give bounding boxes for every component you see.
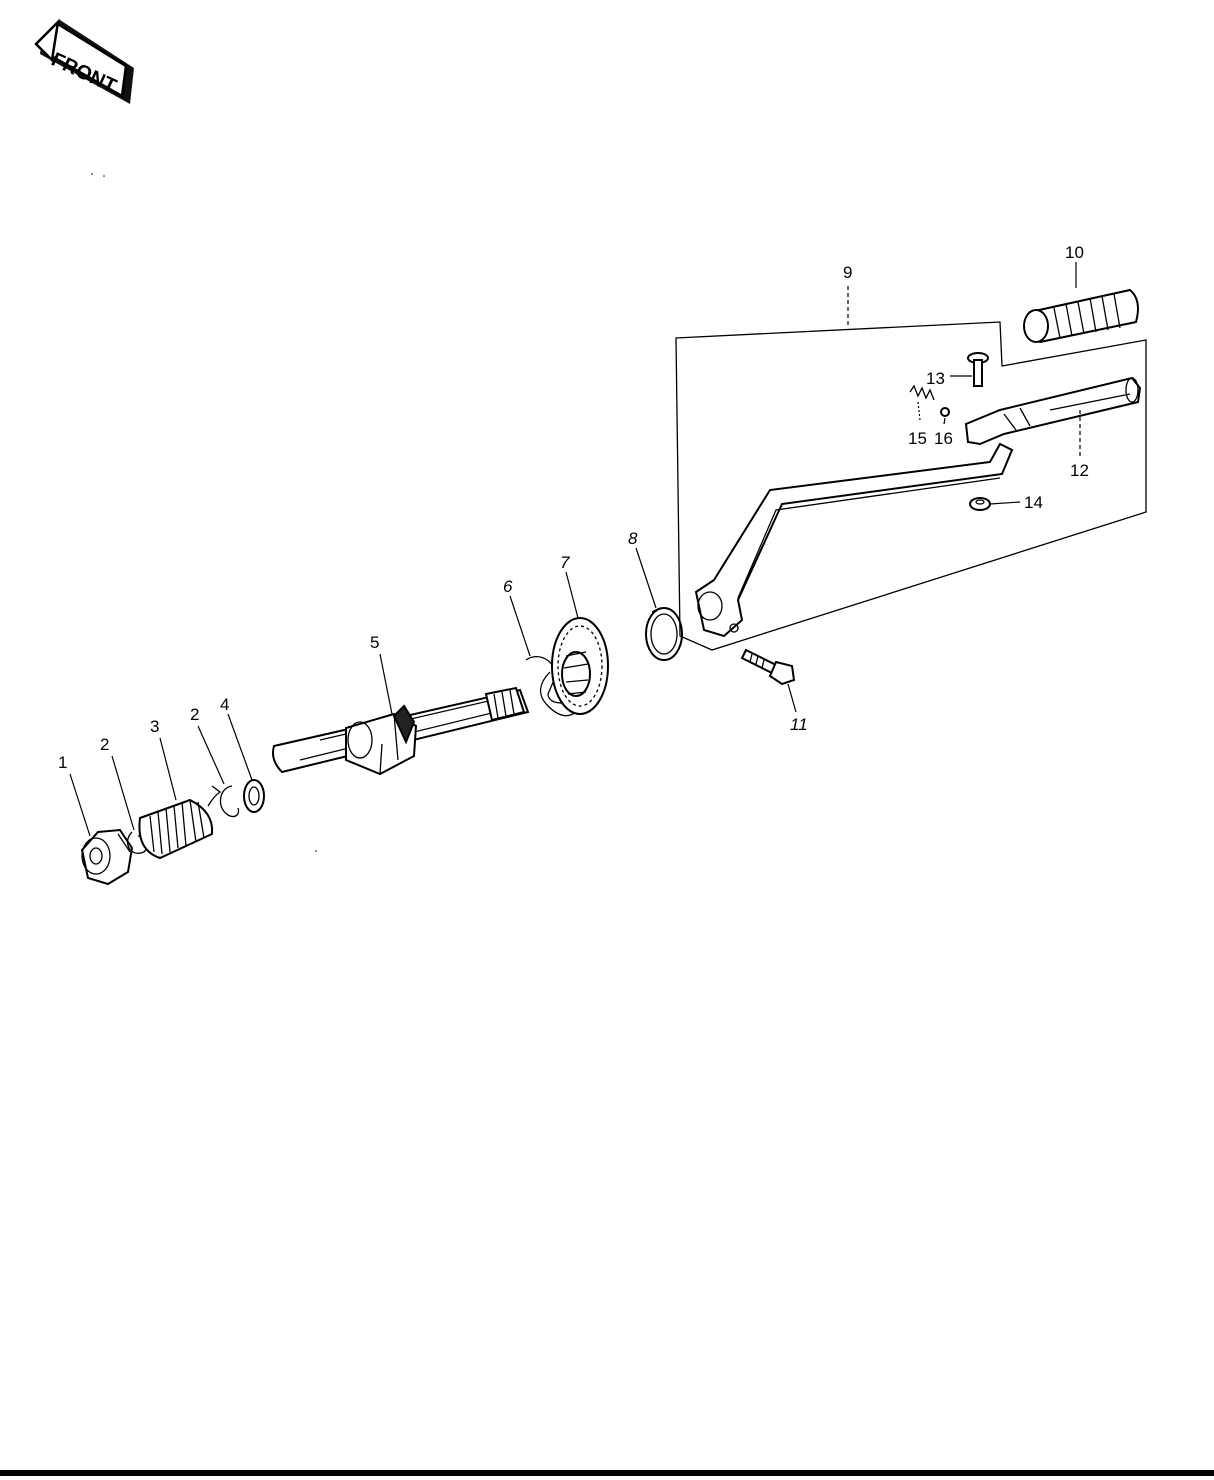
part-9-kick-arm — [694, 442, 1014, 638]
part-16-ball — [940, 407, 950, 417]
part-11-bolt — [740, 648, 796, 686]
callout-16: 16 — [934, 429, 953, 448]
part-4-washer — [243, 779, 265, 813]
callout-2-left: 2 — [100, 735, 109, 754]
scan-specks — [91, 173, 317, 852]
callout-14: 14 — [1024, 493, 1043, 512]
part-14-nut — [969, 497, 991, 511]
part-10-grip — [1023, 288, 1139, 344]
callout-3: 3 — [150, 717, 159, 736]
part-12-pedal-bar — [964, 376, 1142, 446]
callout-9: 9 — [843, 263, 852, 282]
callout-11: 11 — [790, 715, 808, 734]
bottom-border — [0, 1470, 1214, 1476]
callouts: 1 2 3 2 4 5 6 7 8 9 10 11 12 13 14 15 16 — [58, 243, 1089, 772]
callout-5: 5 — [370, 633, 379, 652]
part-3-spring — [138, 785, 222, 860]
front-arrow: FRONT — [34, 18, 134, 104]
part-1-cap — [80, 828, 134, 886]
callout-10: 10 — [1065, 243, 1084, 262]
callout-13: 13 — [926, 369, 945, 388]
callout-12: 12 — [1070, 461, 1089, 480]
leader-lines — [69, 262, 1081, 837]
part-2-circlip-right — [219, 785, 240, 818]
part-15-spring — [909, 384, 935, 401]
callout-4: 4 — [220, 695, 229, 714]
callout-1: 1 — [58, 753, 67, 772]
part-13-pin — [967, 352, 989, 387]
part-9-assembly-outline — [675, 321, 1147, 651]
callout-2-right: 2 — [190, 705, 199, 724]
callout-6: 6 — [503, 577, 513, 596]
callout-7: 7 — [560, 553, 570, 572]
part-7-kick-gear — [551, 617, 609, 715]
callout-8: 8 — [628, 529, 638, 548]
part-8-snap-ring — [645, 607, 683, 661]
callout-15: 15 — [908, 429, 927, 448]
part-5-kick-shaft — [272, 686, 530, 776]
